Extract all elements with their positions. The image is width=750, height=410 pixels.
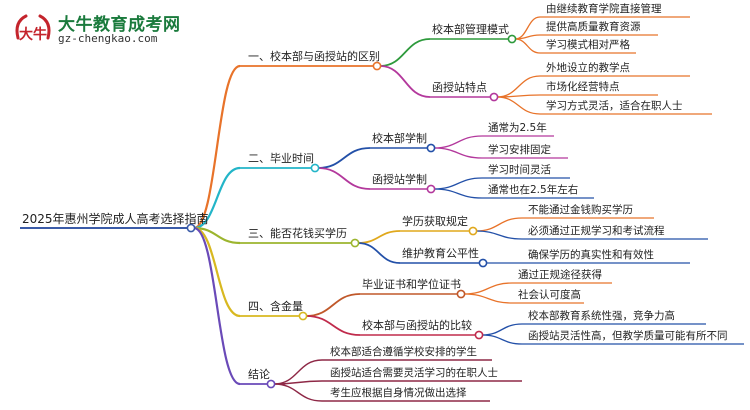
sub-branch-connector-dot [456, 289, 466, 299]
branch-connector-dot [350, 238, 360, 248]
connector-line [496, 75, 541, 98]
leaf-label: 学习模式相对严格 [546, 38, 630, 51]
connector-line [379, 65, 431, 98]
connector-line [193, 166, 241, 230]
bull-logo-icon: 大牛 [15, 14, 51, 43]
branch-label: 二、毕业时间 [248, 152, 314, 165]
connector-line [514, 38, 541, 54]
sub-branch-connector-dot [426, 143, 436, 153]
leaf-label: 学习方式灵活，适合在职人士 [546, 99, 683, 112]
connector-line [317, 167, 371, 190]
branch-label: 一、校本部与函授站的区别 [248, 49, 380, 63]
connector-line [433, 177, 483, 190]
branch-label: 三、能否花钱买学历 [248, 226, 347, 240]
connector-line [433, 147, 483, 159]
leaf-label: 不能通过金钱购买学历 [528, 203, 633, 216]
connector-line [481, 334, 523, 345]
connector-line [305, 315, 361, 336]
sub-branch-connector-dot [507, 34, 517, 44]
connector-line [379, 38, 431, 67]
connector-line [193, 226, 241, 318]
sub-branch-connector-dot [426, 184, 436, 194]
connector-line [475, 230, 523, 240]
branch-label: 四、含金量 [248, 299, 303, 313]
logo-title: 大牛教育成考网 [58, 15, 181, 35]
sub-branch-label: 校本部学制 [372, 131, 427, 145]
leaf-label: 必须通过正规学习和考试流程 [528, 224, 665, 237]
root-node-label: 2025年惠州学院成人高考选择指南 [22, 211, 209, 226]
leaf-label: 外地设立的教学点 [546, 61, 630, 74]
connector-line [305, 293, 361, 317]
leaf-label: 通常为2.5年 [488, 121, 547, 134]
connector-line [463, 282, 513, 295]
connector-line [357, 242, 401, 264]
branch-label: 结论 [248, 367, 270, 381]
connector-line [475, 217, 523, 232]
sub-branch-label: 学历获取规定 [402, 214, 468, 228]
leaf-label: 市场化经营特点 [546, 80, 620, 93]
mindmap-connectors [20, 16, 744, 402]
connector-line [273, 359, 323, 385]
branch-connector-dot [298, 311, 308, 321]
conclusion-leaf-label: 考生应根据自身情况做出选择 [330, 386, 467, 399]
sub-branch-label: 维护教育公平性 [402, 246, 479, 260]
sub-branch-connector-dot [489, 92, 499, 102]
logo-mark-text: 大牛 [19, 26, 47, 43]
leaf-label: 学习安排固定 [488, 143, 551, 156]
mindmap-nodes: 2025年惠州学院成人高考选择指南 一、校本部与函授站的区别 校本部管理模式 由继续教… [22, 2, 728, 399]
connector-line [433, 188, 483, 199]
sub-branch-label: 校本部管理模式 [432, 22, 509, 36]
sub-branch-label: 毕业证书和学位证书 [362, 277, 461, 291]
branch-connector-dot [266, 379, 276, 389]
sub-branch-connector-dot [468, 226, 478, 236]
connector-line [514, 34, 541, 40]
leaf-label: 通常也在2.5年左右 [488, 183, 578, 196]
connector-line [433, 135, 483, 149]
sub-branch-label: 函授站学制 [372, 172, 427, 186]
leaf-label: 由继续教育学院直接管理 [546, 2, 662, 15]
sub-branch-connector-dot [478, 258, 488, 268]
leaf-label: 校本部教育系统性强，竞争力高 [528, 309, 675, 322]
branch-connector-dot [372, 61, 382, 71]
connector-line [357, 230, 401, 244]
connector-line [496, 96, 541, 115]
sub-branch-label: 函授站特点 [432, 80, 487, 94]
leaf-label: 通过正规途径获得 [518, 268, 602, 281]
sub-branch-connector-dot [474, 330, 484, 340]
connector-line [463, 293, 513, 304]
connector-line [481, 323, 523, 336]
conclusion-leaf-label: 函授站适合需要灵活学习的在职人士 [330, 366, 498, 379]
leaf-label: 确保学历的真实性和有效性 [528, 248, 654, 261]
connector-line [317, 147, 371, 169]
root-connector-dot [186, 223, 196, 233]
connector-line [193, 64, 241, 230]
sub-branch-label: 校本部与函授站的比较 [362, 318, 472, 332]
leaf-label: 社会认可度高 [518, 288, 581, 301]
leaf-label: 函授站灵活性高，但教学质量可能有所不同 [528, 329, 728, 342]
leaf-label: 提供高质量教育资源 [546, 20, 641, 33]
connector-line [273, 383, 323, 402]
conclusion-leaf-label: 校本部适合遵循学校安排的学生 [330, 345, 477, 358]
connector-line [193, 226, 241, 386]
logo-url: gz-chengkao.com [58, 32, 158, 45]
leaf-label: 学习时间灵活 [488, 163, 551, 176]
branch-connector-dot [310, 163, 320, 173]
site-logo[interactable]: 大牛 大牛教育成考网 gz-chengkao.com [12, 8, 272, 52]
